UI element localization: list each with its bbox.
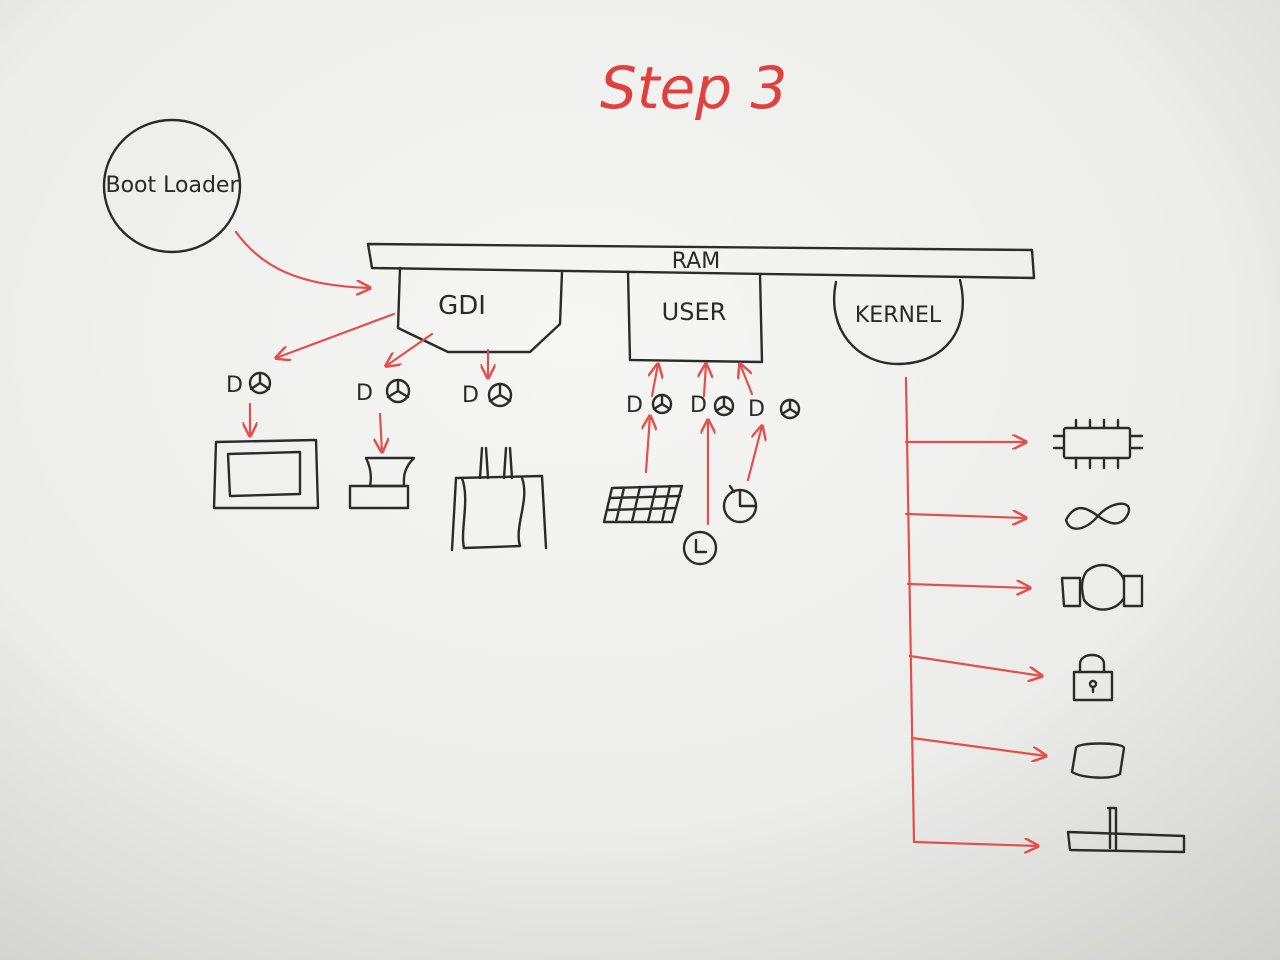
- kernel-branch-3: [906, 584, 1030, 588]
- user-module: USER: [626, 270, 764, 364]
- driver-to-printer-arrow: [380, 412, 382, 452]
- svg-text:D: D: [748, 397, 765, 422]
- kernel-label: KERNEL: [855, 303, 942, 328]
- memory-infinity-icon: [1064, 502, 1131, 530]
- kernel-module: KERNEL: [833, 278, 964, 366]
- boot-to-ram-arrow: [234, 230, 370, 288]
- user-label: USER: [662, 298, 727, 326]
- driver-user-3: D: [748, 397, 801, 422]
- kernel-branch-6: [912, 842, 1038, 846]
- clock-icon: [682, 530, 718, 566]
- gdi-arrow-2: [386, 332, 434, 366]
- driver-gdi-3: D: [462, 382, 513, 408]
- ram-label: RAM: [672, 249, 720, 274]
- lock-icon: [1072, 653, 1114, 702]
- monitor-icon: [212, 438, 320, 510]
- printer-icon: [348, 456, 416, 510]
- kernel-trunk-line: [904, 376, 916, 844]
- svg-text:D: D: [626, 393, 643, 418]
- plotter-icon: [450, 446, 548, 552]
- keyboard-icon: [602, 484, 684, 524]
- boot-loader-node: Boot Loader: [102, 118, 242, 254]
- ram-bar: RAM: [366, 242, 1036, 280]
- mouse-icon: [722, 484, 758, 524]
- driver-gdi-2: D: [356, 378, 411, 406]
- svg-text:D: D: [356, 381, 373, 406]
- gdi-arrow-1: [276, 312, 396, 358]
- svg-text:D: D: [462, 383, 479, 408]
- driver-user-2: D: [690, 393, 735, 418]
- boot-loader-label: Boot Loader: [106, 173, 240, 198]
- kernel-branch-4: [908, 654, 1042, 676]
- user-arrow-1: [652, 364, 658, 398]
- svg-text:D: D: [690, 393, 707, 418]
- keyboard-to-driver-arrow: [646, 416, 650, 474]
- driver-gdi-1: D: [226, 371, 272, 398]
- network-tee-icon: [1066, 806, 1186, 854]
- user-arrow-2: [704, 364, 706, 398]
- mouse-to-driver-arrow: [746, 426, 762, 482]
- gdi-label: GDI: [438, 291, 486, 321]
- disk-icon: [1070, 742, 1126, 779]
- diagram-title: Step 3: [600, 54, 787, 122]
- process-cycle-icon: [1060, 563, 1144, 611]
- kernel-branch-5: [910, 736, 1046, 756]
- cpu-chip-icon: [1052, 418, 1144, 470]
- driver-user-1: D: [626, 393, 673, 418]
- user-arrow-3: [740, 364, 754, 396]
- svg-text:D: D: [226, 373, 243, 398]
- kernel-branch-2: [904, 514, 1026, 518]
